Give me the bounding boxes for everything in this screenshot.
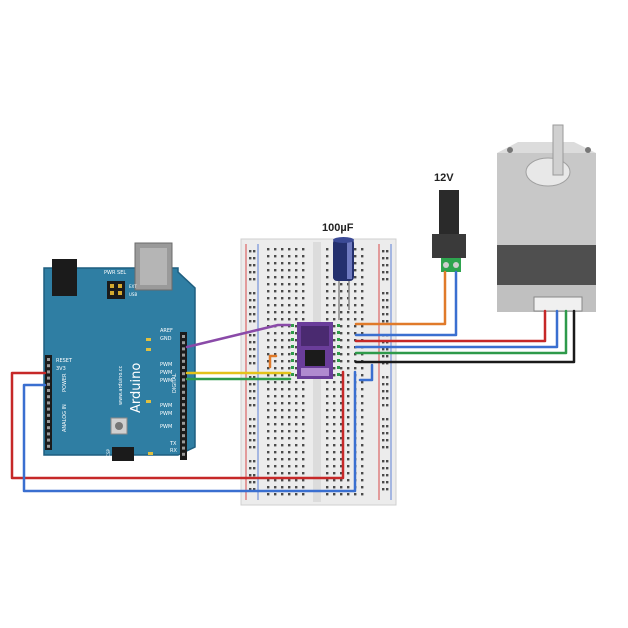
pwm-label-2: PWM xyxy=(160,370,172,376)
analog-in-label: ANALOG IN xyxy=(62,404,68,432)
pwm-label-3: PWM xyxy=(160,378,172,384)
digital-header xyxy=(180,332,187,460)
wire-motor-green xyxy=(354,309,568,355)
ext-label: EXT xyxy=(129,284,137,289)
aref-label: AREF xyxy=(160,328,173,334)
usb-label: USB xyxy=(129,292,137,297)
wire-orange-jumper xyxy=(268,354,278,369)
digital-label: DIGITAL xyxy=(172,373,178,393)
wire-motor-black xyxy=(354,309,576,364)
pwr-sel-jumper xyxy=(107,281,125,299)
pwm-label-5: PWM xyxy=(160,411,172,417)
pwm-label-6: PWM xyxy=(160,424,172,430)
gnd-label: GND xyxy=(160,336,172,342)
stepper-driver-module xyxy=(291,322,340,379)
wire-orange-12v xyxy=(354,270,447,326)
rx-label: RX xyxy=(170,448,177,454)
wire-motor-blue xyxy=(354,309,559,349)
tx-label: TX xyxy=(169,441,177,447)
board-name: Arduino xyxy=(129,363,144,413)
wire-blue-gnd xyxy=(22,370,357,493)
wires xyxy=(10,270,576,493)
wire-red-5v xyxy=(10,370,345,480)
pwm-label-1: PWM xyxy=(160,362,172,368)
dc-power-jack xyxy=(432,190,466,272)
power-jack xyxy=(52,259,77,296)
header-pins xyxy=(47,335,185,456)
v33-label: 3V3 xyxy=(56,366,66,372)
stepper-motor xyxy=(497,124,596,312)
power-header-label: POWER xyxy=(62,373,68,392)
capacitor xyxy=(333,237,354,320)
wire-purple-gnd xyxy=(185,323,292,349)
pwm-label-4: PWM xyxy=(160,403,172,409)
arduino-board: Arduino www.arduino.cc PWR SEL EXT USB A… xyxy=(43,242,196,461)
board-url: www.arduino.cc xyxy=(118,365,124,405)
capacitor-label: 100µF xyxy=(322,222,354,234)
pwr-sel-label: PWR SEL xyxy=(104,270,126,276)
wire-blue-return xyxy=(358,363,374,382)
icsp-label: ICSP xyxy=(106,448,111,458)
wire-blue-12v-gnd xyxy=(354,270,458,337)
power-label: 12V xyxy=(434,172,454,184)
reset-label: RESET xyxy=(56,358,73,364)
icsp-header xyxy=(112,447,134,461)
wire-motor-red xyxy=(354,309,547,343)
breadboard-holes xyxy=(249,248,389,496)
